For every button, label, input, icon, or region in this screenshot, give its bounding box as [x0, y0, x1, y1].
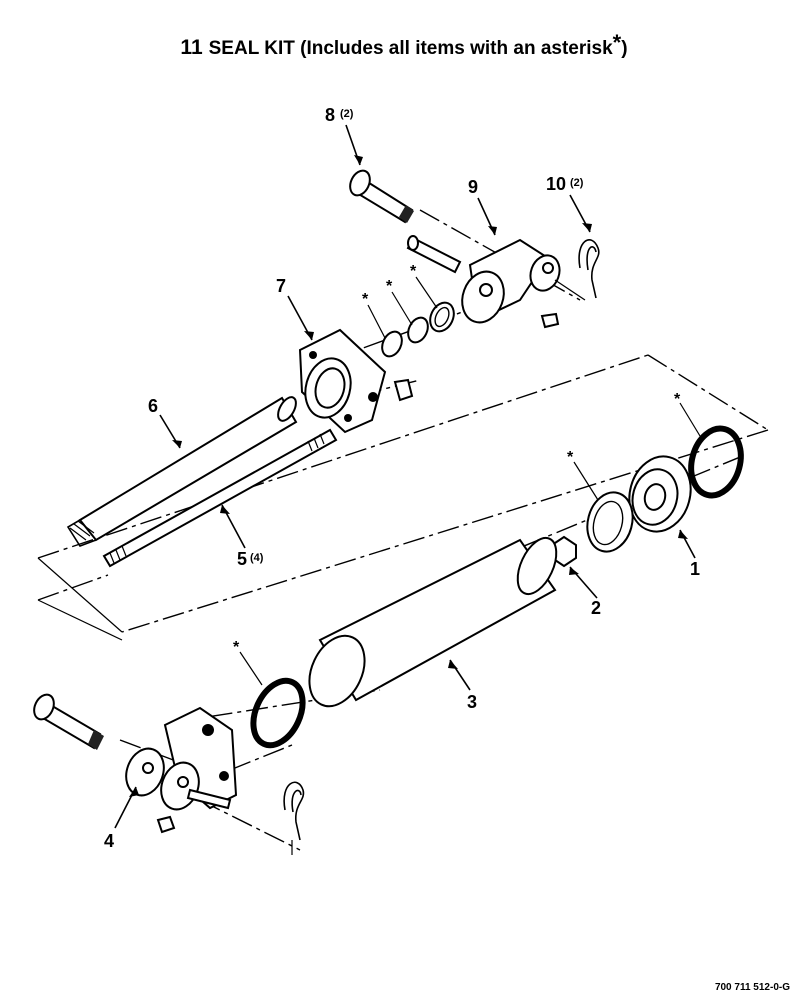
title-text: SEAL KIT (Includes all items with an ast…	[208, 38, 613, 59]
callout-9: 9	[468, 177, 478, 197]
hairpin-clip-bottom	[283, 781, 305, 855]
asterisk-mark: *	[567, 449, 574, 466]
rod-clevis	[406, 235, 561, 329]
piston	[628, 455, 692, 533]
title-number: 11	[180, 36, 203, 59]
tie-rod	[102, 428, 338, 568]
asterisk-marks: * * * * * *	[233, 263, 681, 656]
rod-seals	[381, 301, 455, 358]
callout-8: 8	[325, 105, 335, 125]
asterisk-mark: *	[386, 278, 393, 295]
callout-5: 5	[237, 549, 247, 569]
clevis-pin-bottom	[33, 693, 104, 750]
barrel	[308, 536, 558, 708]
callout-6: 6	[148, 396, 158, 416]
asterisk-mark: *	[233, 639, 240, 656]
callout-10: 10	[546, 174, 566, 194]
callout-7: 7	[276, 276, 286, 296]
title-asterisk: *	[612, 30, 622, 55]
callout-4: 4	[104, 831, 114, 851]
asterisk-mark: *	[674, 391, 681, 408]
callout-5-qty: (4)	[250, 552, 264, 564]
hairpin-clip-top	[554, 239, 600, 301]
callout-2: 2	[591, 598, 601, 618]
clevis-pin-top	[349, 169, 414, 224]
piston-seal	[586, 491, 634, 553]
drawing-code: 700 711 512-0-G	[715, 982, 790, 993]
leader-lines	[114, 124, 701, 829]
title-close: )	[621, 38, 628, 59]
piston-o-ring	[688, 425, 744, 499]
asterisk-mark: *	[410, 263, 417, 280]
gland	[298, 328, 414, 434]
base-clevis	[125, 706, 238, 834]
callout-3: 3	[467, 692, 477, 712]
asterisk-mark: *	[362, 291, 369, 308]
callout-1: 1	[690, 559, 700, 579]
callout-labels: 8 (2) 9 10 (2) 7 6 5 (4) 1 2 3 4	[104, 105, 700, 851]
callout-10-qty: (2)	[570, 177, 584, 189]
piston-rod	[66, 396, 298, 547]
callout-8-qty: (2)	[340, 108, 354, 120]
barrel-o-ring	[250, 677, 306, 749]
